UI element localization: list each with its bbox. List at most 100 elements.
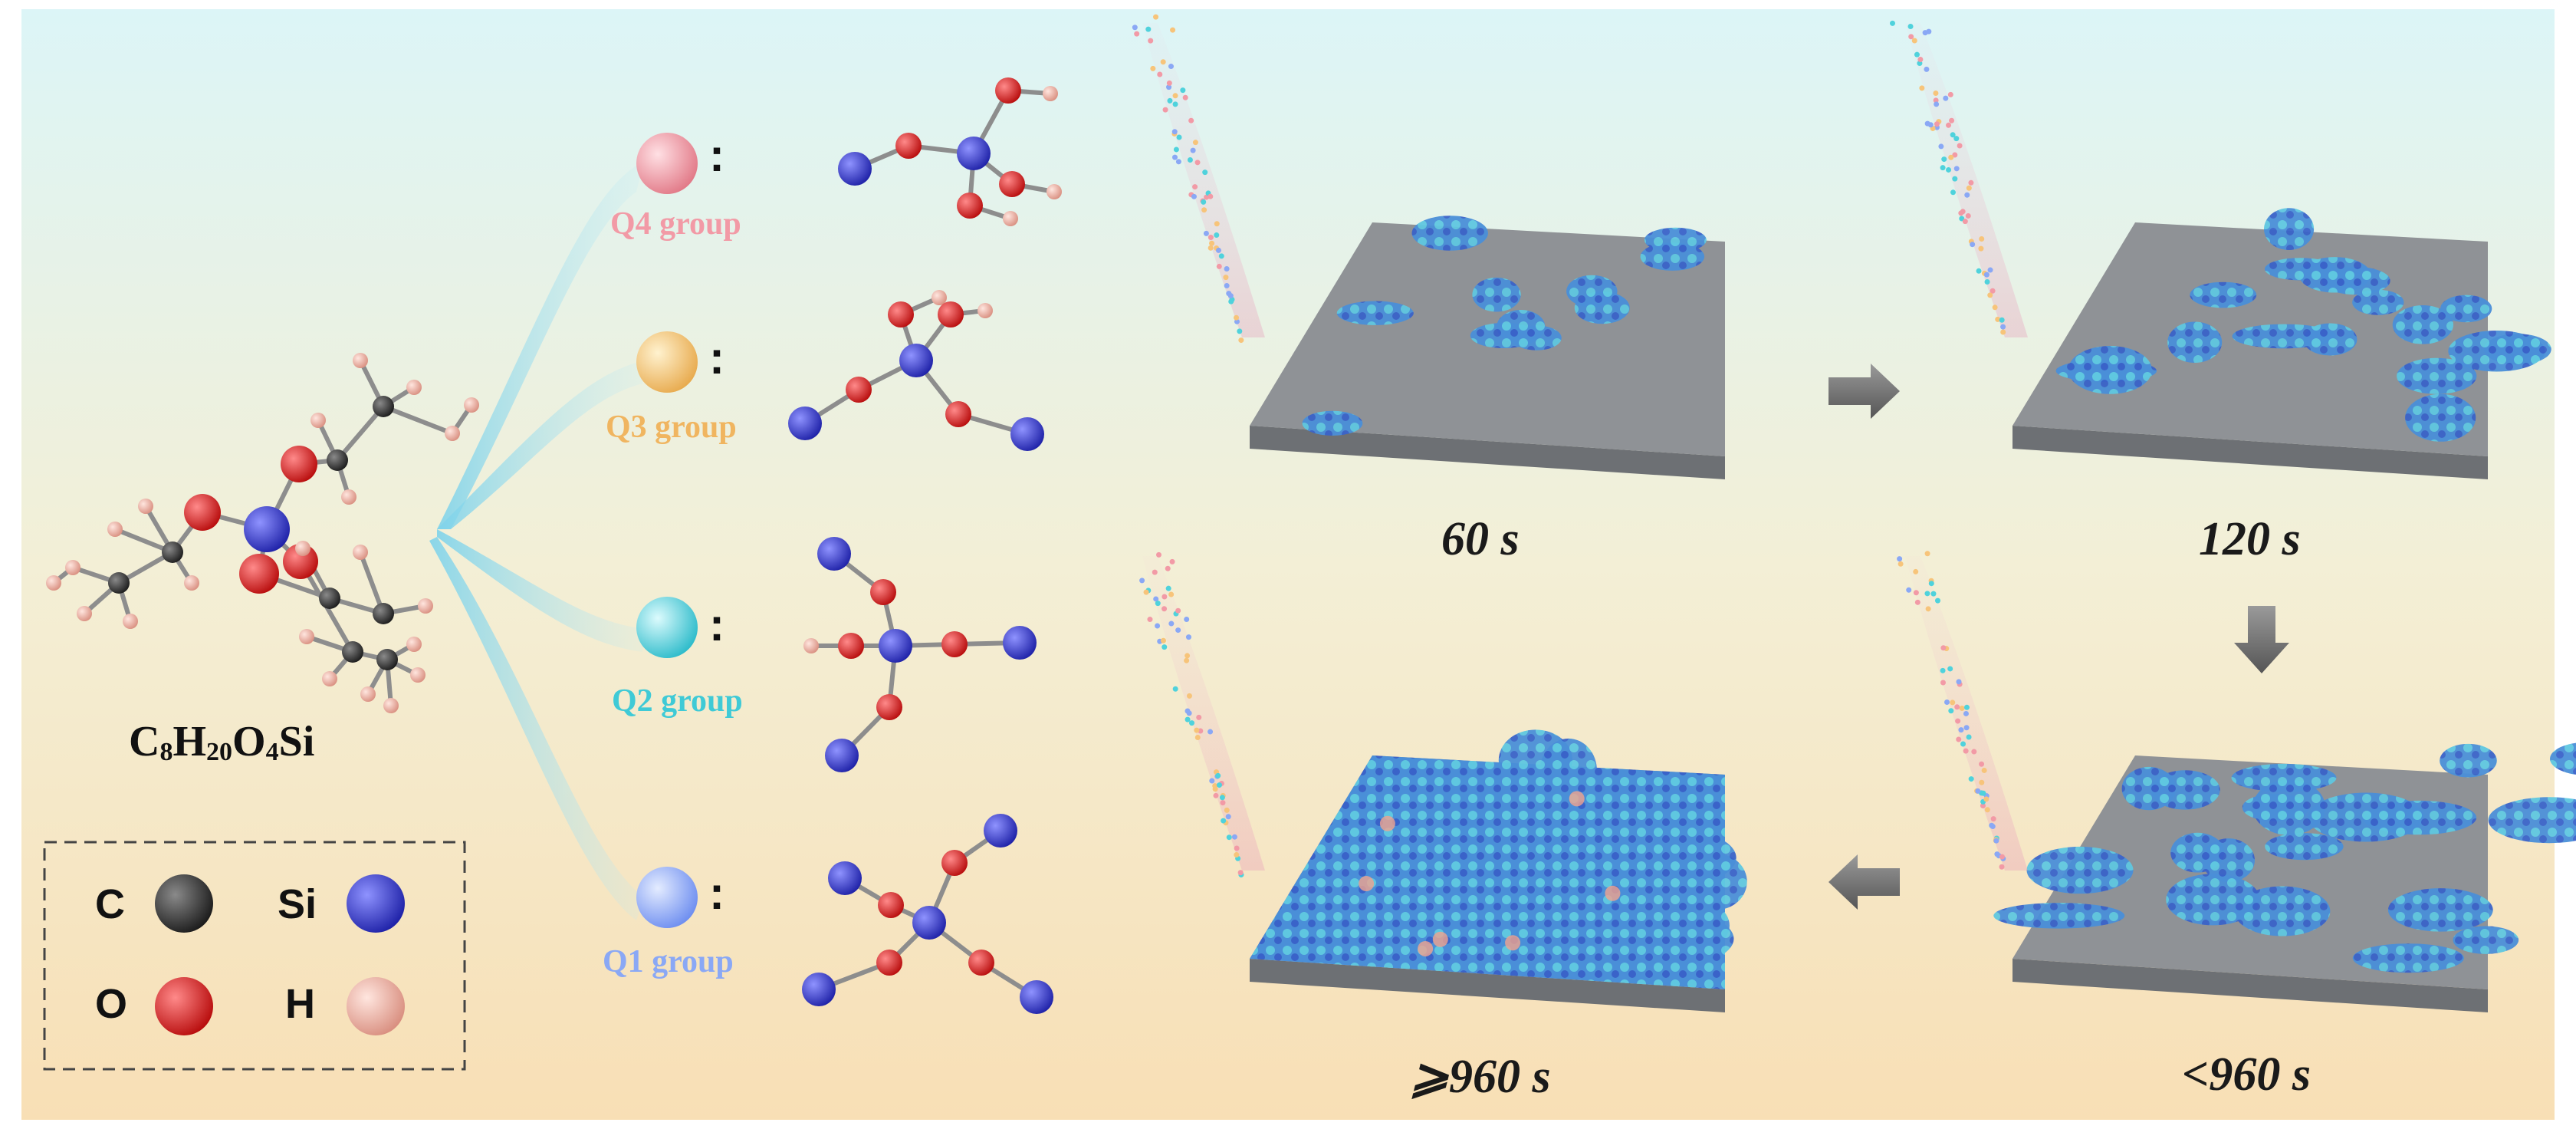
spray-particle	[1225, 814, 1231, 820]
spray-particle	[1950, 189, 1957, 196]
defect-spot	[1569, 791, 1585, 807]
spray-particle	[1215, 247, 1221, 253]
hydrogen-atom	[184, 575, 199, 591]
spray-particle	[1993, 838, 1999, 844]
spray-particle	[1970, 242, 1976, 248]
spray-particle	[1150, 65, 1156, 71]
spray-particle	[1898, 561, 1904, 567]
spray-particle	[1933, 91, 1939, 97]
spray-particle	[1147, 617, 1153, 623]
spray-particle	[1145, 26, 1152, 32]
oxygen-atom	[846, 377, 872, 403]
spray-particle	[1182, 94, 1188, 100]
defect-spot	[1605, 885, 1621, 901]
spray-particle	[1172, 101, 1178, 107]
spray-particle	[1999, 854, 2005, 860]
group-sphere-q3	[636, 331, 698, 393]
spray-particle	[1979, 761, 1985, 767]
hydrogen-atom	[1003, 211, 1018, 226]
spray-particle	[1238, 337, 1244, 344]
spray-particle	[1202, 170, 1208, 176]
group-label-q1: Q1 group	[603, 944, 734, 979]
spray-particle	[1989, 822, 1995, 828]
spray-particle	[1172, 686, 1178, 692]
hydrogen-atom	[932, 290, 947, 305]
spray-particle	[1978, 245, 1984, 252]
spray-particle	[1975, 788, 1981, 794]
spray-particle	[1949, 117, 1955, 123]
film-patch	[2231, 763, 2337, 792]
oxygen-atom	[876, 950, 902, 976]
film-patch	[2190, 281, 2257, 308]
q4-structure	[838, 77, 1062, 226]
spray-particle	[1220, 800, 1226, 806]
spray-particle	[1925, 606, 1931, 612]
spray-particle	[1184, 653, 1191, 659]
spray-particle	[1184, 616, 1190, 622]
spray-particle	[1148, 38, 1154, 44]
teos-molecule	[46, 353, 479, 713]
fan-branch-q4	[437, 161, 644, 529]
film-patch	[2483, 334, 2551, 365]
formula-c-sub: 8	[159, 738, 173, 766]
spray-particle	[1155, 623, 1161, 629]
defect-spot	[1359, 876, 1375, 892]
spray-particle	[1162, 594, 1168, 600]
group-sphere-q2	[636, 597, 698, 658]
spray-particle	[1196, 714, 1202, 720]
silicon-atom	[899, 344, 933, 377]
spray-particle	[1992, 304, 1998, 311]
spray-particle	[1983, 796, 1990, 802]
spray-particle	[1216, 263, 1222, 269]
spray-particle	[1930, 591, 1937, 597]
film-patch	[2166, 874, 2260, 926]
fan-branch-q3	[437, 360, 644, 529]
bond	[335, 404, 386, 462]
panel-time-lt960s: <960 s	[2182, 1048, 2311, 1101]
carbon-atom	[376, 649, 398, 670]
film-patch	[2265, 833, 2344, 861]
panel-time-60s: 60 s	[1441, 513, 1520, 565]
q1-structure	[802, 814, 1053, 1014]
spray-particle	[1187, 156, 1193, 163]
spray-particle	[1173, 146, 1179, 153]
spray-particle	[1955, 718, 1961, 724]
carbon-atom	[342, 641, 363, 663]
oxygen-atom	[838, 633, 864, 659]
silicon-atom	[788, 407, 822, 440]
film-patch	[2397, 357, 2477, 394]
hydrogen-atom	[65, 560, 80, 575]
spray-particle	[1913, 568, 1919, 574]
film-patch	[2026, 846, 2134, 894]
spray-particle	[1934, 101, 1940, 107]
group-label-q4: Q4 group	[610, 206, 741, 242]
film-patch	[2121, 766, 2177, 811]
hydrogen-atom	[406, 637, 422, 652]
carbon-atom	[108, 572, 130, 594]
spray-particle	[1934, 121, 1940, 127]
spray-particle	[1952, 152, 1958, 158]
q2-structure	[803, 537, 1037, 772]
hydrogen-atom	[295, 541, 310, 556]
film-patch	[1470, 322, 1538, 349]
spray-particle	[1928, 581, 1934, 587]
panel-0	[1132, 14, 1725, 479]
spray-particle	[1228, 298, 1234, 304]
film-patch	[1993, 903, 2125, 929]
defect-spot	[1418, 940, 1434, 956]
spray-particle	[1947, 91, 1953, 97]
oxygen-atom	[281, 446, 317, 482]
spray-particle	[1170, 27, 1176, 33]
spray-particle	[1153, 596, 1159, 602]
film-patch	[1566, 275, 1618, 308]
spray-particle	[1999, 317, 2005, 323]
spray-particle	[1185, 634, 1191, 640]
spray-particle	[1979, 236, 1985, 242]
film-patch	[2264, 208, 2315, 250]
legend-atom-si	[347, 874, 405, 933]
carbon-atom	[373, 396, 394, 417]
spray-particle	[1218, 253, 1224, 259]
legend-atom-c	[155, 874, 213, 933]
carbon-atom	[327, 449, 348, 471]
